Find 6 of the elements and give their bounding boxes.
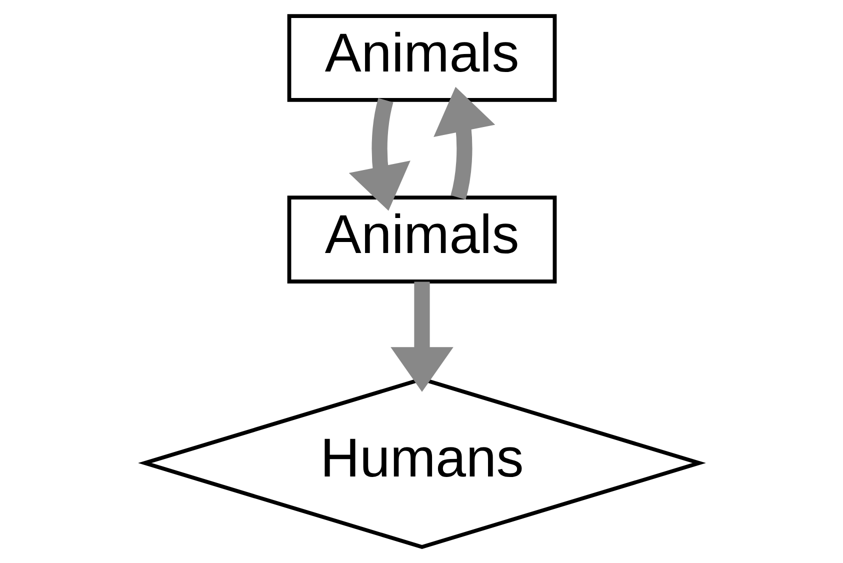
node-diamond: Humans (138, 377, 706, 550)
arrow (433, 86, 495, 200)
arrow (348, 98, 410, 211)
arrow (390, 282, 453, 392)
node-box: Animals (286, 196, 556, 284)
node-box: Animals (286, 14, 556, 102)
